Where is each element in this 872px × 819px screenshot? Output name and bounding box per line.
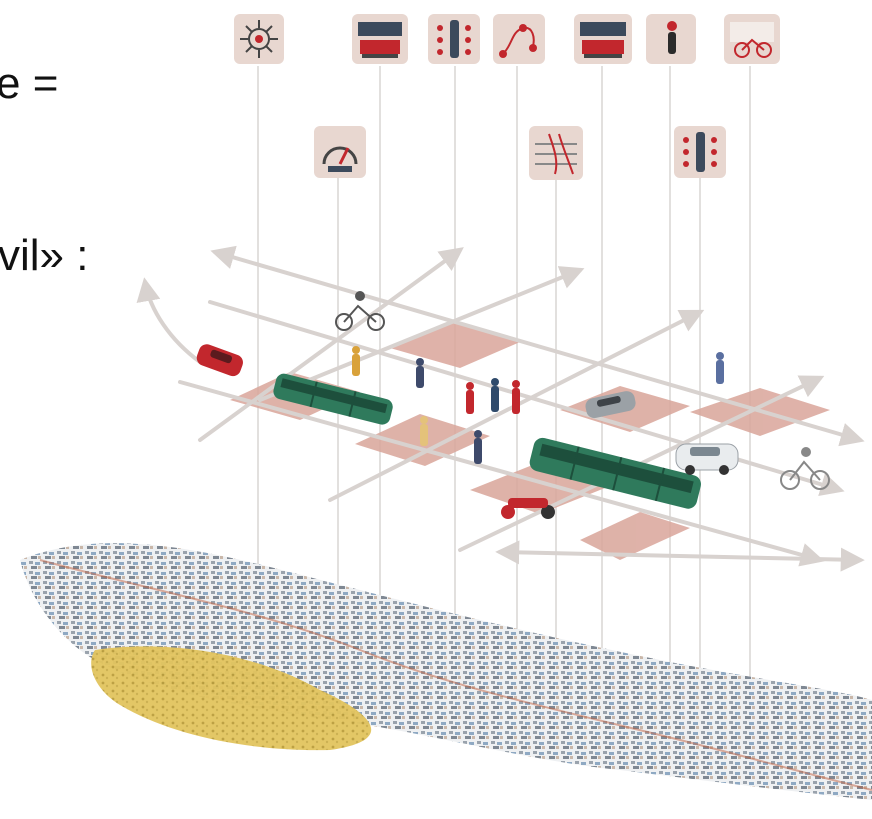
cyclist <box>335 291 385 331</box>
pedestrians <box>352 346 724 464</box>
pedestrian-icon <box>646 14 696 64</box>
tram-station-icon <box>574 14 632 64</box>
route-map-icon <box>493 14 545 64</box>
text-fragment-1: e = <box>0 59 59 108</box>
second-icon-row <box>314 126 726 180</box>
white-car <box>675 443 739 475</box>
speed-gauge-icon <box>314 126 366 178</box>
bicycle-icon <box>724 14 780 64</box>
network-gear-icon <box>234 14 284 64</box>
cyclist <box>780 447 830 490</box>
crossroads-flow-icon <box>529 126 583 180</box>
traffic-light-icon <box>674 126 726 178</box>
grey-car <box>585 391 636 419</box>
top-icon-row <box>234 14 780 64</box>
scooter <box>501 498 555 519</box>
city-strip <box>20 543 872 800</box>
tram-station-icon <box>352 14 408 64</box>
traffic-light-icon <box>428 14 480 64</box>
red-car <box>196 344 243 377</box>
crossing-tiles <box>230 322 830 560</box>
flow-arrows <box>136 245 865 572</box>
tram <box>529 437 701 509</box>
tram <box>273 373 393 425</box>
text-fragment-2: vil» : <box>0 231 89 280</box>
